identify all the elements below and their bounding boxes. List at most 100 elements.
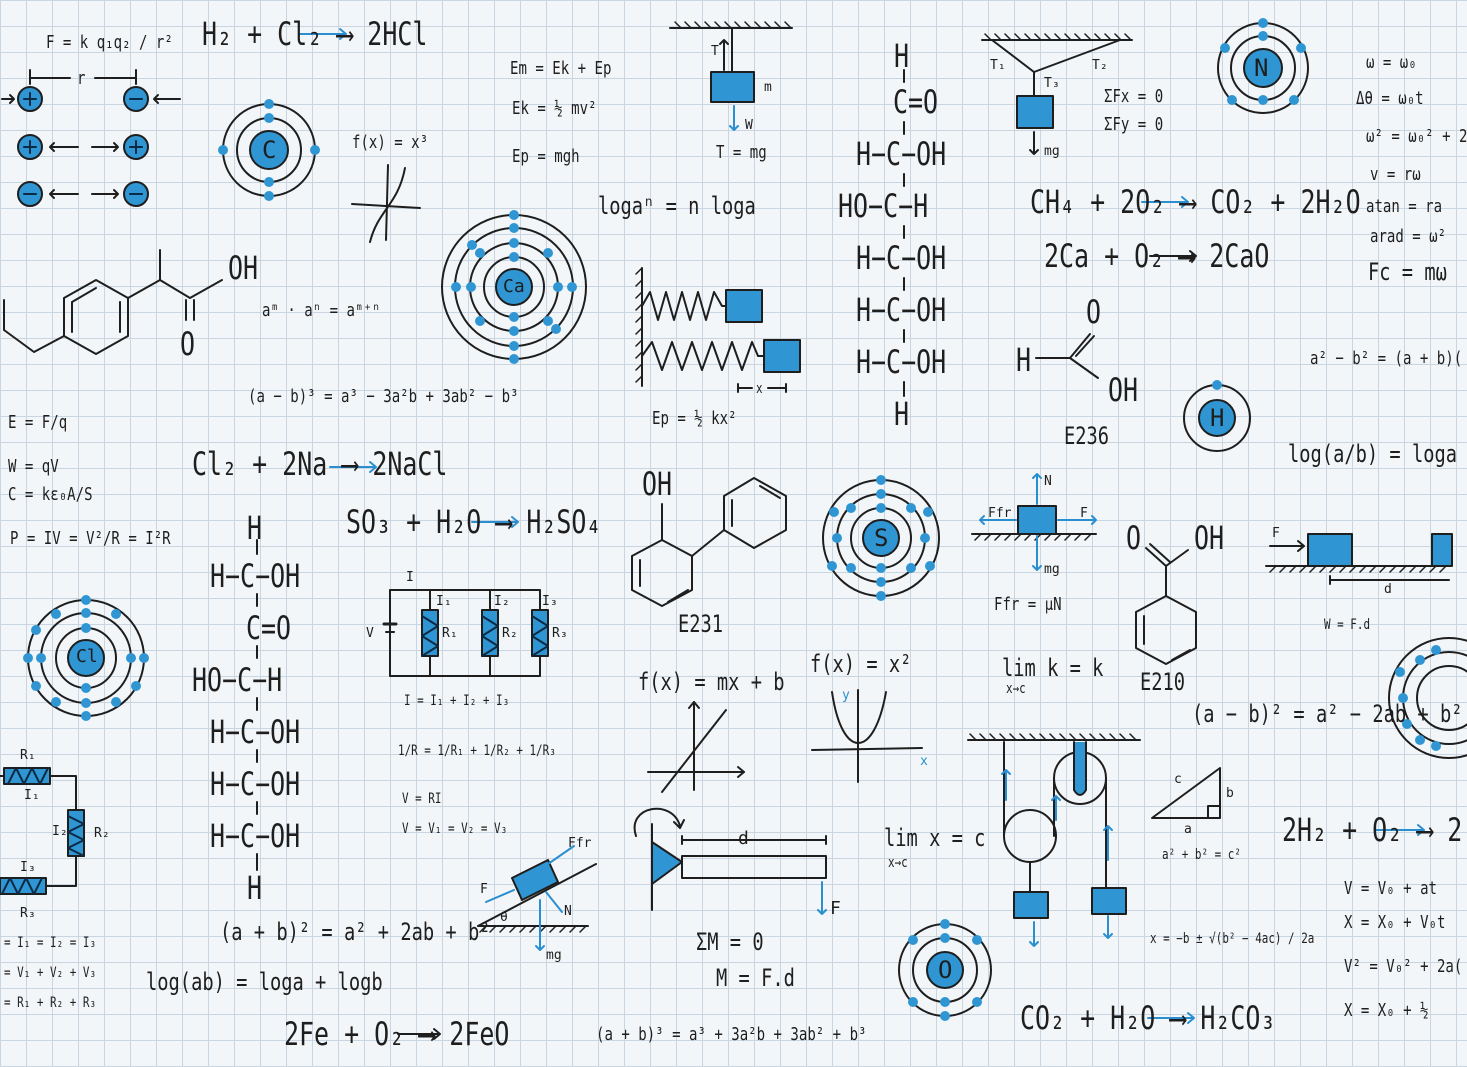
glucose-right-row: H−C−OH [856,291,947,329]
benzoic-acid [1135,543,1197,665]
label-spring-x: x [756,381,763,397]
atom-symbol-c: C [262,136,277,164]
formula-tension: T = mg [716,142,767,163]
glucose-left-row: H−C−OH [210,713,301,751]
label-triangle-a: a [1184,822,1192,837]
atom-oxygen [898,919,992,1021]
label-force-f: F [1080,506,1088,521]
linear-graph [647,701,745,793]
glucose-right-row: H−C−OH [856,239,947,277]
formula-capacitance: C = kε₀A/S [8,484,93,505]
formula-moment: M = F.d [716,964,795,992]
formula-voltage-series: = V₁ + V₂ + V₃ [4,965,97,981]
formula-lim-k: lim k = k [1002,654,1104,682]
reaction-cl2na: Cl₂ + 2Na ⟶ 2NaCl [192,445,448,483]
formula-electric-field: E = F/q [8,412,68,433]
glucose-left-row: C=O [246,609,292,647]
formula-difference-squares: a² − b² = (a + b)( [1310,348,1463,369]
label-theta: θ [500,910,508,925]
atom-symbol-o: O [938,956,953,984]
formula-quadratic-root: x = −b ± √(b² − 4ac) / 2a [1150,931,1315,947]
label-beam-d: d [738,828,749,849]
label-triangle-c: c [1174,772,1182,787]
formula-mechanical-energy: Em = Ek + Ep [510,58,612,79]
formula-omega: ω = ω₀ [1366,52,1417,73]
series-label-r2: R₂ [94,826,110,841]
series-label-i2: I₂ [52,824,68,839]
atom-symbol-ca: Ca [503,276,525,297]
atom-sulfur [822,475,940,601]
cubic-graph [351,164,421,243]
quadratic-graph [811,689,923,783]
glucose-right-row: C=O [893,83,939,121]
series-label-r1: R₁ [20,748,36,763]
phenylphenol-oh: OH [642,465,673,503]
formula-kinematics-x2: X = X₀ + ½ [1344,1000,1429,1021]
parallel-circuit [382,589,549,677]
formula-kinematics-x: X = X₀ + V₀t [1344,912,1446,933]
atom-symbol-cl: Cl [76,646,98,667]
formula-square-plus: (a + b)² = a² + 2ab + b² [220,918,491,946]
reaction-arrows-black [397,250,1197,1040]
label-distance-d: d [1384,582,1392,597]
label-axis-x: x [920,754,928,769]
formula-power: P = IV = V²/R = I²R [10,528,171,549]
formula-a-tangential: atan = ra [1366,196,1443,217]
label-r1: R₁ [442,626,458,641]
formula-quadratic-function: f(x) = x² [810,650,912,678]
charges-diagram [1,69,181,207]
formula-sum-fx: ΣFx = 0 [1104,86,1164,107]
formula-pythagoras: a² + b² = c² [1162,847,1241,863]
glucose-right-row: H−C−OH [856,343,947,381]
pulley-system [967,733,1141,947]
label-block-mg: mg [1044,562,1060,577]
formula-v-rw: v = rω [1370,164,1421,185]
formula-resistance-parallel: 1/R = 1/R₁ + 1/R₂ + 1/R₃ [398,743,556,759]
formula-current-equal: = I₁ = I₂ = I₃ [4,935,97,951]
formula-potential-energy: Ep = mgh [512,146,580,167]
formula-a-radial: arad = ω² [1370,226,1447,247]
glucose-left-row: H−C−OH [210,817,301,855]
glucose-right-top: H [894,37,910,75]
atom-carbon [218,99,320,201]
reaction-carbonic: CO₂ + H₂O ⟶ H₂CO₃ [1020,999,1276,1037]
glucose-right-row: HO−C−H [838,187,929,225]
formula-current-sum: I = I₁ + I₂ + I₃ [404,693,510,709]
formula-moment-sum: ΣM = 0 [696,928,764,956]
formula-cube-minus: (a − b)³ = a³ − 3a²b + 3ab² − b³ [248,386,519,407]
label-weight-w: W [745,118,753,133]
formula-sum-fy: ΣFy = 0 [1104,114,1164,135]
formula-log-multiply: log(ab) = loga + logb [146,968,383,996]
code-e210: E210 [1140,668,1186,696]
label-i2: I₂ [494,594,510,609]
label-mass-m: m [764,80,772,95]
formula-delta-theta: Δθ = ω₀t [1356,88,1424,109]
formula-lim-k-sub: x→c [1006,681,1026,697]
formula-linear-function: f(x) = mx + b [638,668,785,696]
atom-calcium [441,210,587,364]
formula-cube-plus: (a + b)³ = a³ + 3a²b + 3ab² + b³ [596,1024,867,1045]
friction-block [971,473,1097,571]
series-label-i3: I₃ [20,860,36,875]
label-incline-mg: mg [546,948,562,963]
label-beam-f: F [830,898,841,919]
phenylphenol [631,477,787,607]
label-i3: I₃ [542,594,558,609]
glucose-right-bottom: H [894,395,910,433]
reaction-water: 2H₂ + O₂ ⟶ 2 [1282,811,1463,849]
reaction-so3: SO₃ + H₂O ⟶ H₂SO₄ [346,503,602,541]
atom-hydrogen [1183,380,1251,452]
label-r-distance: r [77,68,86,89]
glucose-left-row: H−C−OH [210,765,301,803]
formula-lim-x: lim x = c [884,824,986,852]
label-voltage-v: V [366,626,374,641]
formula-kinetic-energy: Ek = ½ mv² [512,98,597,119]
label-triangle-b: b [1226,786,1234,801]
right-triangle [1151,767,1221,819]
formula-lim-x-sub: x→c [888,855,908,871]
formula-ohms-law: V = RI [402,791,442,807]
formula-voltage-parallel: V = V₁ = V₂ = V₃ [402,821,508,837]
label-r2: R₂ [502,626,518,641]
